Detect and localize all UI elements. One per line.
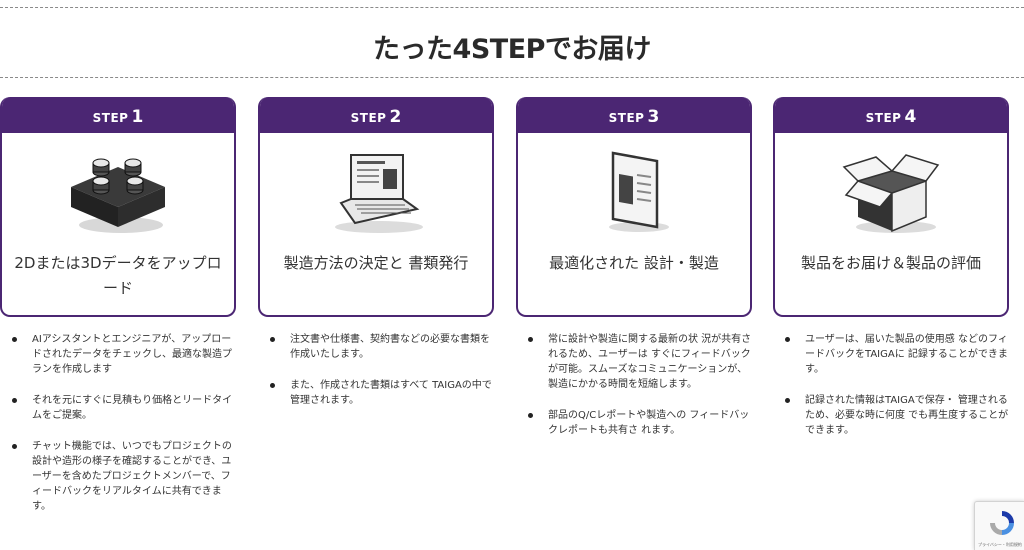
list-item: それを元にすぐに見積もり価格とリードタイムをご提案。: [12, 393, 236, 423]
step-number: 1: [131, 107, 144, 127]
list-item: チャット機能では、いつでもプロジェクトの設計や造形の様子を確認することができ、ユ…: [12, 439, 236, 514]
list-item: 部品のQ/Cレポートや製造への フィードバックレポートも共有さ れます。: [528, 408, 752, 438]
recaptcha-badge[interactable]: プライバシー・利用規約: [974, 501, 1024, 550]
step-bullets-3: 常に設計や製造に関する最新の状 況が共有されるため、ユーザーは すぐにフィードバ…: [528, 332, 752, 454]
step-bullets-4: ユーザーは、届いた製品の使用感 などのフィードバックをTAIGAに 記録すること…: [785, 332, 1009, 454]
step-bullets-1: AIアシスタントとエンジニアが、アップロードされたデータをチェックし、最適な製造…: [12, 332, 236, 530]
step-number: 2: [389, 107, 402, 127]
open-box-icon: [842, 154, 940, 233]
list-item: 常に設計や製造に関する最新の状 況が共有されるため、ユーザーは すぐにフィードバ…: [528, 332, 752, 392]
laptop-icon: [335, 154, 423, 233]
step-label-4: 製品をお届け＆製品の評価: [800, 254, 981, 272]
list-item: AIアシスタントとエンジニアが、アップロードされたデータをチェックし、最適な製造…: [12, 332, 236, 377]
title-divider: [0, 77, 1024, 78]
step-word: STEP: [92, 111, 129, 125]
step-word: STEP: [350, 111, 387, 125]
step-number: 4: [904, 107, 917, 127]
step-label-3: 最適化された 設計・製造: [549, 254, 719, 272]
list-item: また、作成された書類はすべて TAIGAの中で管理されます。: [270, 378, 494, 408]
recaptcha-icon: [990, 511, 1014, 535]
top-divider: [0, 7, 1024, 8]
page-title: たった4STEPでお届け: [373, 34, 651, 65]
recaptcha-label: プライバシー・利用規約: [978, 542, 1022, 547]
blocks-icon: [71, 158, 165, 233]
step-word: STEP: [865, 111, 902, 125]
step-word: STEP: [608, 111, 645, 125]
step-label-1: 2Dまたは3Dデータをアップロード: [14, 254, 222, 297]
step-label-2: 製造方法の決定と 書類発行: [283, 254, 469, 272]
step-bullets-2: 注文書や仕様書、契約書などの必要な書類を作成いたします。 また、作成された書類は…: [270, 332, 494, 424]
list-item: 注文書や仕様書、契約書などの必要な書類を作成いたします。: [270, 332, 494, 362]
step-number: 3: [647, 107, 660, 127]
list-item: 記録された情報はTAIGAで保存・ 管理されるため、必要な時に何度 でも再生度す…: [785, 393, 1009, 438]
list-item: ユーザーは、届いた製品の使用感 などのフィードバックをTAIGAに 記録すること…: [785, 332, 1009, 377]
tablet-icon: [609, 151, 669, 232]
